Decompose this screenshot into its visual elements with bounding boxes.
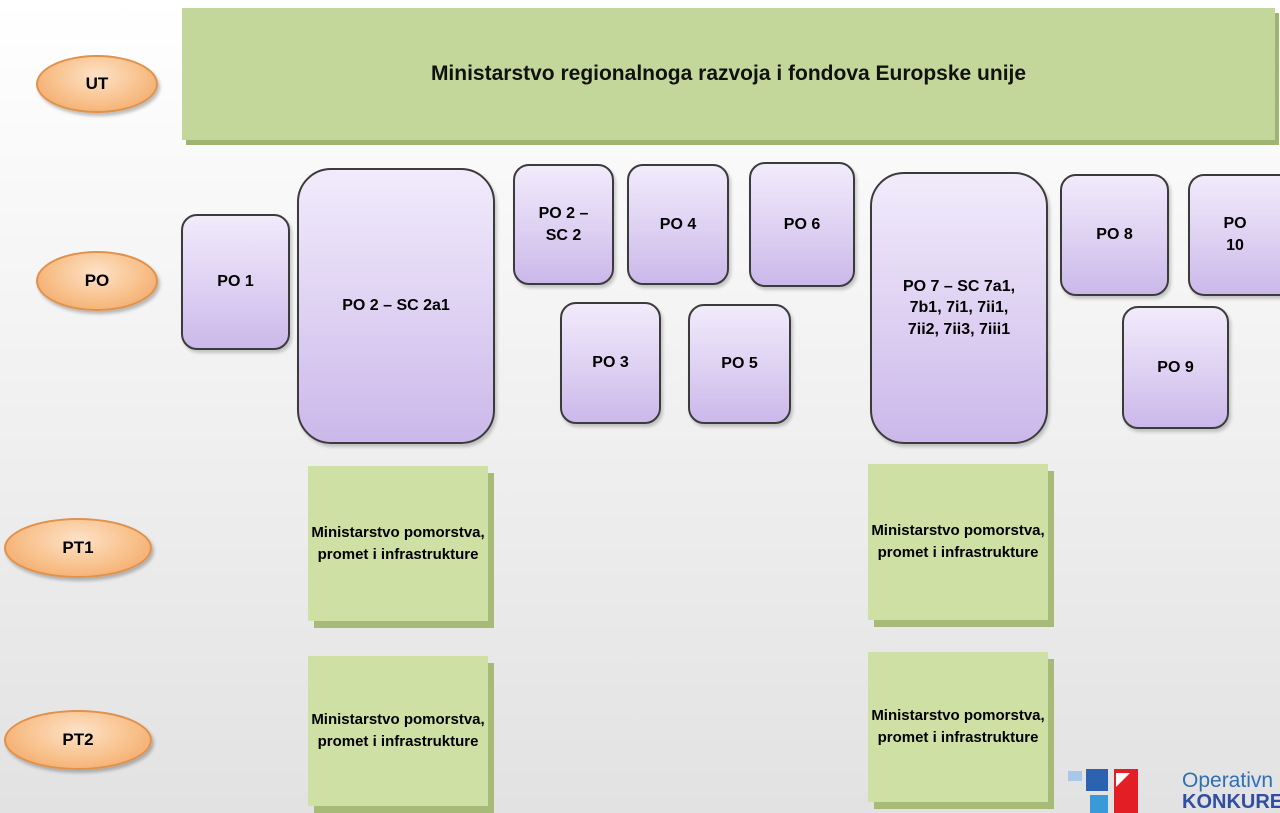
po-box-po1-text: PO 1 [217, 273, 254, 291]
logo-text-line2: KONKURE [1182, 791, 1280, 813]
pt2-box-right-text: Ministarstvo pomorstva, promet i infrast… [871, 707, 1045, 746]
program-logo: Operativn KONKURE [1060, 765, 1280, 813]
po-box-po6-text: PO 6 [783, 215, 821, 233]
row-label-pt1-text: PT1 [62, 538, 94, 557]
ut-banner: Ministarstvo regionalnoga razvoja i fond… [182, 8, 1275, 140]
po-box-po8-text: PO 8 [1096, 226, 1133, 244]
po-box-po3: PO 3 [560, 302, 661, 424]
po-box-po1: PO 1 [181, 214, 290, 350]
po-box-po10-text: PO 10 [1223, 215, 1247, 254]
row-label-po-text: PO [84, 271, 110, 290]
row-label-po: PO [36, 251, 158, 311]
ut-banner-text: Ministarstvo regionalnoga razvoja i fond… [430, 62, 1027, 85]
pt2-box-left-text: Ministarstvo pomorstva, promet i infrast… [311, 711, 485, 750]
po-box-po2-sc2a1-text: PO 2 – SC 2a1 [342, 297, 450, 315]
po-box-po7-text: PO 7 – SC 7a1, 7b1, 7i1, 7ii1, 7ii2, 7ii… [902, 277, 1016, 338]
po-box-po2-sc2: PO 2 – SC 2 [513, 164, 614, 285]
pt2-box-left: Ministarstvo pomorstva, promet i infrast… [308, 656, 488, 806]
pt2-box-right: Ministarstvo pomorstva, promet i infrast… [868, 652, 1048, 802]
row-label-pt2: PT2 [4, 710, 152, 770]
row-label-ut: UT [36, 55, 158, 113]
po-box-po10: PO 10 [1188, 174, 1280, 296]
row-label-pt2-text: PT2 [62, 730, 94, 749]
po-box-po3-text: PO 3 [592, 354, 629, 372]
pt1-box-right: Ministarstvo pomorstva, promet i infrast… [868, 464, 1048, 620]
pt1-box-left: Ministarstvo pomorstva, promet i infrast… [308, 466, 488, 621]
po-box-po9-text: PO 9 [1157, 358, 1194, 376]
po-box-po4-text: PO 4 [659, 215, 697, 233]
po-box-po5: PO 5 [688, 304, 791, 424]
row-label-pt1: PT1 [4, 518, 152, 578]
pt1-box-right-text: Ministarstvo pomorstva, promet i infrast… [871, 522, 1045, 561]
po-box-po2-sc2-text: PO 2 – SC 2 [538, 204, 589, 244]
pt1-box-left-text: Ministarstvo pomorstva, promet i infrast… [311, 523, 485, 563]
logo-mark-icon [1060, 765, 1140, 813]
po-box-po5-text: PO 5 [721, 355, 758, 373]
logo-text-line1: Operativn [1182, 769, 1274, 792]
po-box-po2-sc2a1: PO 2 – SC 2a1 [297, 168, 495, 444]
po-box-po7: PO 7 – SC 7a1, 7b1, 7i1, 7ii1, 7ii2, 7ii… [870, 172, 1048, 444]
po-box-po4: PO 4 [627, 164, 729, 285]
po-box-po6: PO 6 [749, 162, 855, 287]
po-box-po9: PO 9 [1122, 306, 1229, 429]
row-label-ut-text: UT [85, 74, 109, 93]
po-box-po8: PO 8 [1060, 174, 1169, 296]
